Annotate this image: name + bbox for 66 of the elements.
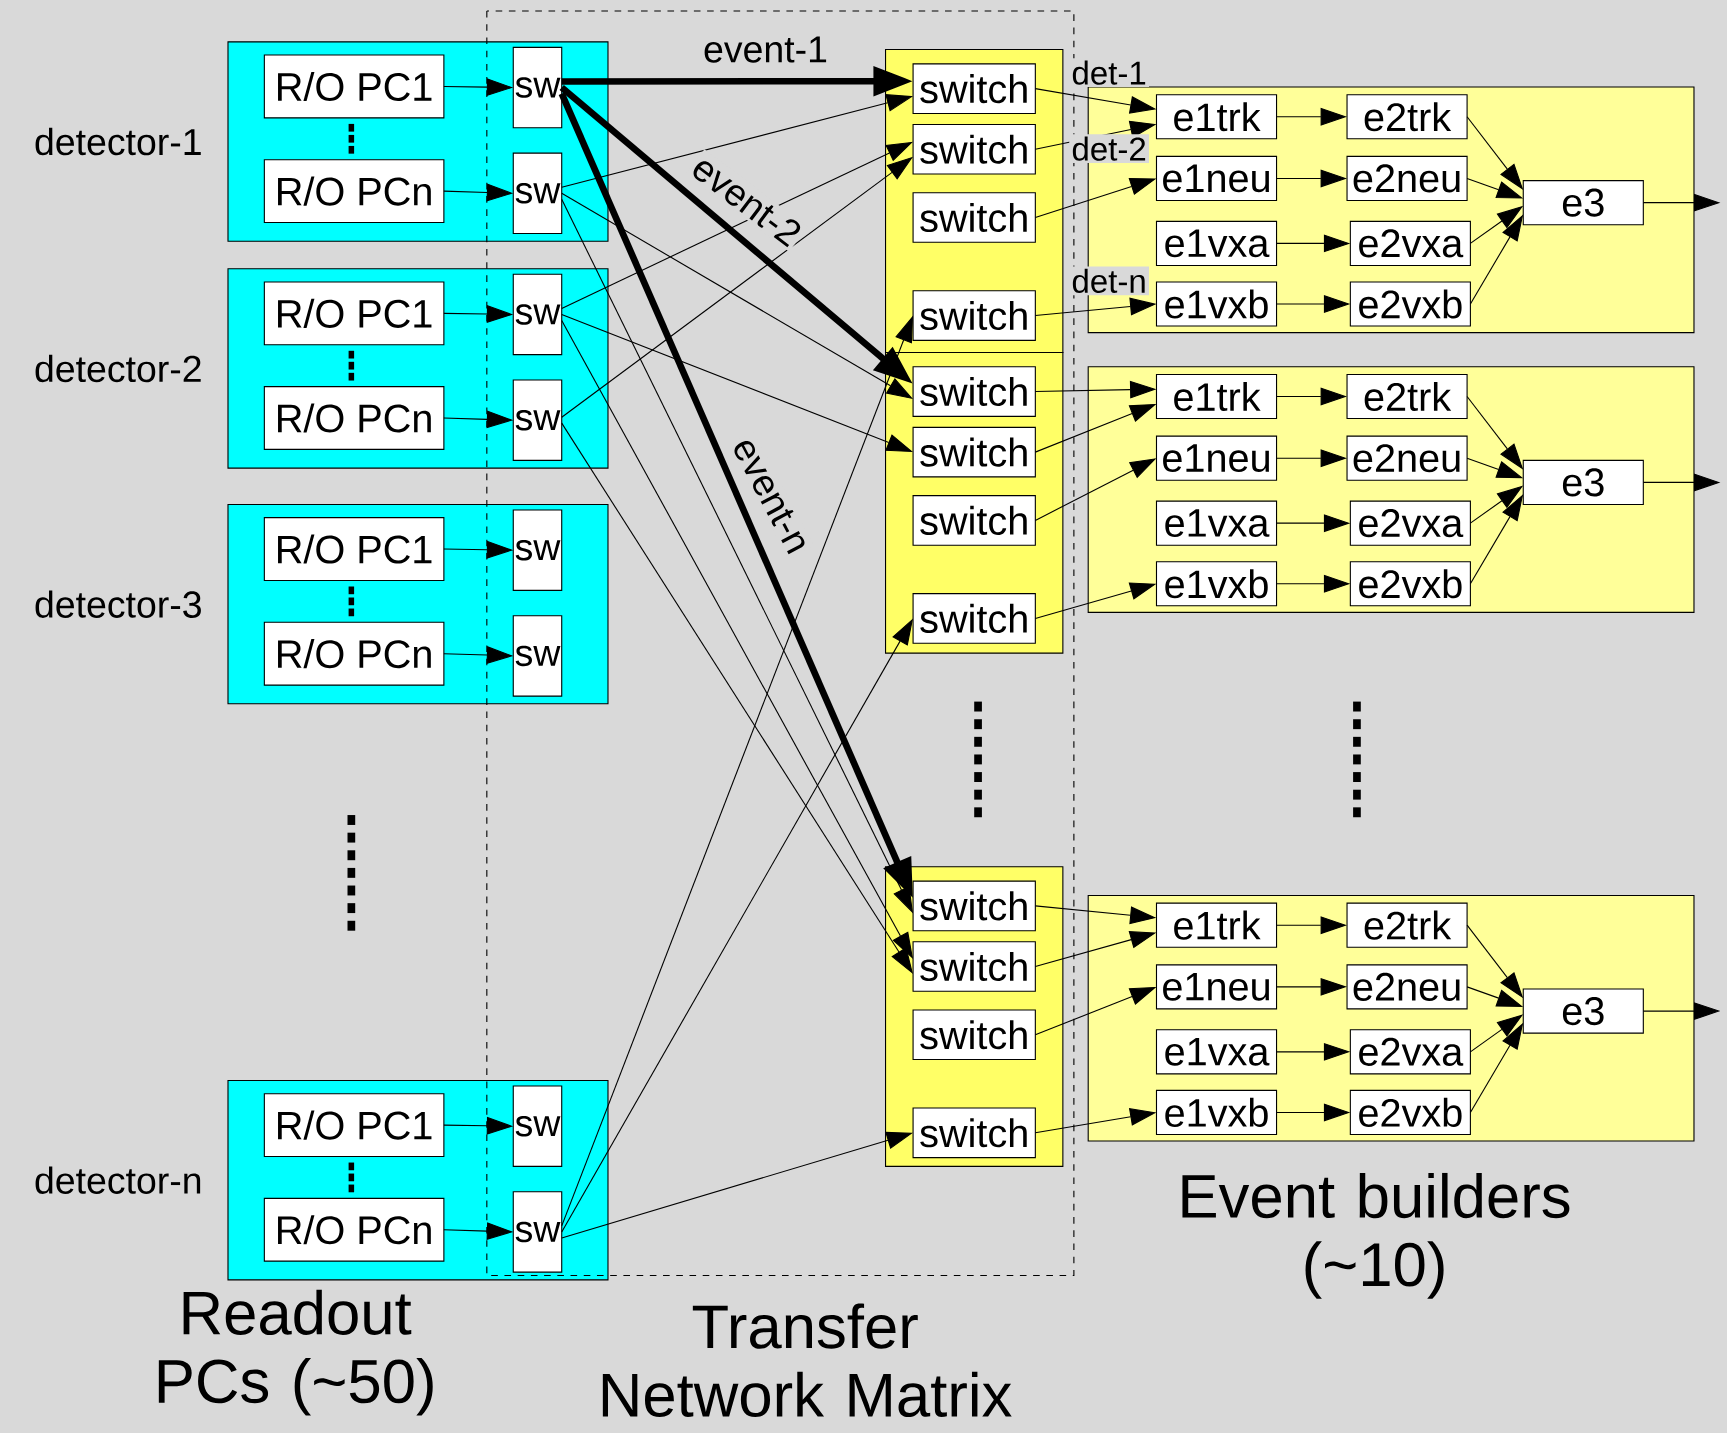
- process-box: e2neu: [1346, 964, 1468, 1010]
- sw-box: sw: [512, 615, 563, 697]
- sw-box: sw: [512, 1191, 563, 1273]
- process-box: e2vxa: [1349, 1029, 1471, 1075]
- section-label: Transfer Network Matrix: [602, 1303, 1012, 1417]
- switch-box: switch: [912, 290, 1036, 341]
- process-box: e3: [1522, 459, 1644, 506]
- node-label: detector-2: [35, 354, 201, 383]
- process-box: e2vxb: [1349, 561, 1471, 607]
- switch-box: switch: [912, 941, 1036, 992]
- section-label: Event builders (~10): [1182, 1172, 1570, 1299]
- switch-box: switch: [912, 1009, 1036, 1061]
- process-box: e1vxb: [1155, 561, 1278, 607]
- switch-box: switch: [912, 123, 1036, 175]
- readout-pc-box: R/O PCn: [263, 159, 445, 224]
- sw-box: sw: [512, 152, 563, 235]
- switch-box: switch: [912, 366, 1036, 417]
- process-box: e1vxa: [1155, 1029, 1278, 1075]
- readout-pc-box: R/O PC1: [263, 517, 445, 582]
- sw-box: sw: [512, 46, 563, 129]
- readout-pc-box: R/O PC1: [263, 54, 445, 119]
- process-box: e1vxb: [1155, 1089, 1278, 1136]
- edge-label: det-1: [1069, 58, 1149, 88]
- process-box: e2trk: [1346, 94, 1468, 140]
- process-box: e1trk: [1155, 94, 1278, 140]
- process-box: e1trk: [1155, 902, 1278, 948]
- switch-box: switch: [912, 593, 1036, 644]
- process-box: e1vxb: [1155, 281, 1278, 327]
- switch-box: switch: [912, 63, 1036, 115]
- process-box: e1neu: [1155, 435, 1278, 481]
- switch-box: switch: [912, 1107, 1036, 1159]
- node-label: detector-3: [35, 590, 201, 618]
- process-box: e1neu: [1155, 964, 1278, 1010]
- process-box: e1neu: [1155, 155, 1278, 202]
- switch-box: switch: [912, 192, 1036, 243]
- sw-box: sw: [512, 1085, 563, 1167]
- sw-box: sw: [512, 273, 563, 356]
- edge-label: det-2: [1069, 134, 1149, 164]
- process-box: e2vxa: [1349, 500, 1471, 546]
- process-box: e2trk: [1346, 902, 1468, 948]
- process-box: e2vxb: [1349, 1089, 1471, 1136]
- node-label: detector-1: [35, 127, 201, 156]
- process-box: e1vxa: [1155, 220, 1278, 267]
- process-box: e2neu: [1346, 155, 1468, 202]
- readout-pc-box: R/O PC1: [263, 1093, 445, 1158]
- switch-box: switch: [912, 880, 1036, 932]
- sw-box: sw: [512, 379, 563, 461]
- readout-pc-box: R/O PCn: [263, 1197, 445, 1262]
- process-box: e2neu: [1346, 435, 1468, 481]
- readout-pc-box: R/O PCn: [263, 386, 445, 450]
- process-box: e1vxa: [1155, 500, 1278, 546]
- sw-box: sw: [512, 509, 563, 591]
- node-label: detector-n: [35, 1166, 201, 1194]
- switch-box: switch: [912, 426, 1036, 478]
- process-box: e2vxb: [1349, 281, 1471, 327]
- readout-pc-box: R/O PCn: [263, 621, 445, 686]
- section-label: Readout PCs (~50): [158, 1289, 433, 1416]
- edge-label: event-1: [700, 34, 831, 65]
- process-box: e3: [1522, 180, 1644, 226]
- process-box: e1trk: [1155, 373, 1278, 420]
- switch-box: switch: [912, 495, 1036, 546]
- process-box: e2vxa: [1349, 220, 1471, 267]
- readout-pc-box: R/O PC1: [263, 281, 445, 346]
- process-box: e2trk: [1346, 373, 1468, 420]
- process-box: e3: [1522, 988, 1644, 1034]
- edge-label: det-n: [1069, 266, 1149, 296]
